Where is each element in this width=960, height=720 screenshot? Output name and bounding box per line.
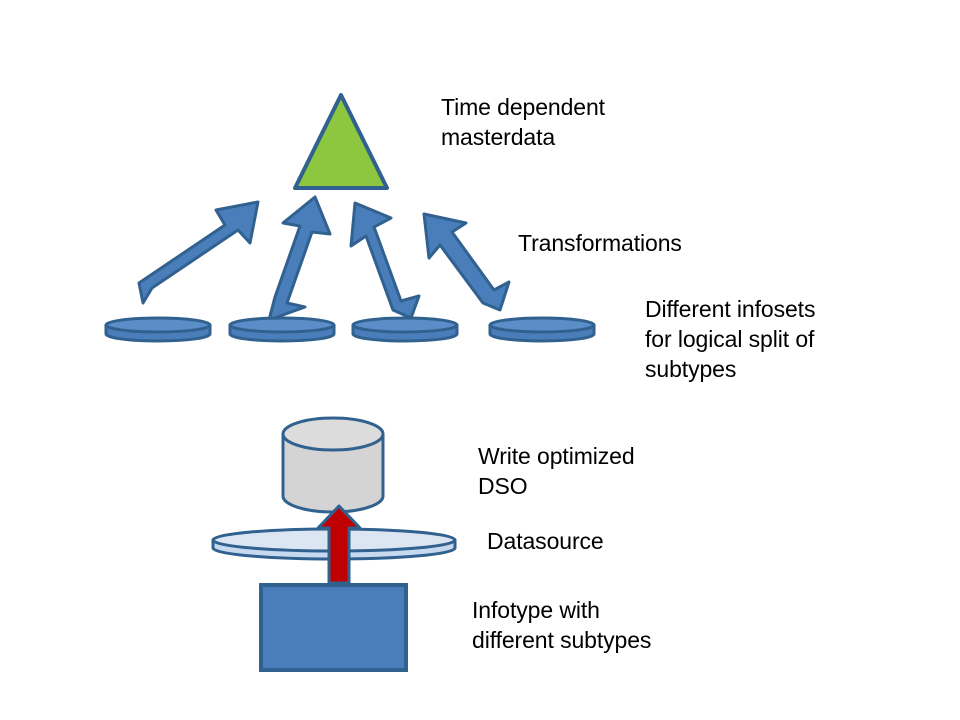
label-infotype-subtypes: Infotype with different subtypes xyxy=(472,597,652,653)
write-optimized-dso-cylinder[interactable] xyxy=(281,416,385,514)
label-different-infosets: Different infosets for logical split of … xyxy=(645,296,816,382)
label-transformations: Transformations xyxy=(518,230,682,256)
infoset-disc-2[interactable] xyxy=(228,316,336,343)
infotype-rectangle[interactable] xyxy=(259,583,408,672)
infoset-disc-1[interactable] xyxy=(104,316,212,343)
label-write-optimized-dso: Write optimized DSO xyxy=(478,443,635,499)
time-dependent-masterdata-triangle[interactable] xyxy=(293,93,389,190)
transformation-arrow-2[interactable] xyxy=(267,195,332,322)
transformation-arrow-1[interactable] xyxy=(137,200,260,305)
label-datasource: Datasource xyxy=(487,528,604,554)
label-time-dependent-masterdata: Time dependent masterdata xyxy=(441,94,605,150)
transformation-arrow-4[interactable] xyxy=(422,212,511,312)
infoset-disc-3[interactable] xyxy=(351,316,459,343)
transformation-arrow-3[interactable] xyxy=(349,201,421,320)
infoset-disc-4[interactable] xyxy=(488,316,596,343)
